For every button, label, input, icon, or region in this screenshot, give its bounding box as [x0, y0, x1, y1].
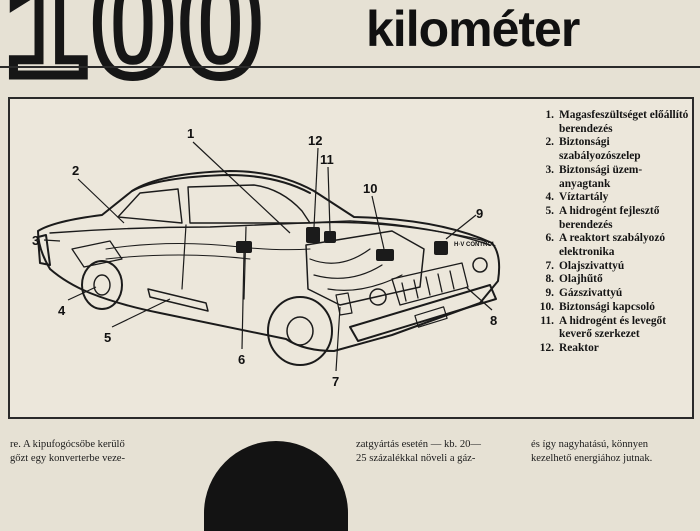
callout-10: 10: [363, 181, 377, 196]
callout-11: 11: [320, 152, 334, 167]
callout-9: 9: [476, 206, 483, 221]
control-panel-label: H·V CONTROL: [454, 242, 496, 248]
fuel-lines: [105, 242, 311, 260]
safety-switch: [376, 249, 394, 261]
generator-tube: [147, 288, 209, 312]
column-line: és így nagyhatású, könnyen: [531, 439, 649, 450]
headlight-right: [472, 257, 488, 273]
legend-item: 11.A hidrogént és levegőt keverő szerkez…: [540, 314, 667, 341]
callout-6: 6: [238, 352, 245, 367]
big-number-title: 100: [0, 0, 267, 107]
legend-item: 9.Gázszivattyú: [545, 287, 623, 300]
callout-3: 3: [32, 233, 39, 248]
header-rule: [0, 66, 700, 68]
legend-item: 3.Biztonsági üzem-anyagtank: [545, 163, 643, 190]
rear-bumper: [37, 234, 51, 266]
legend-item: 8.Olajhűtő: [545, 273, 603, 286]
grille: [391, 262, 469, 306]
legend-item: 7.Olajszivattyú: [545, 259, 625, 272]
column-line: zatgyártás esetén — kb. 20—: [356, 439, 482, 450]
engine-hoses: [309, 248, 403, 291]
legend-item: 6.A reaktort szabályozó elektronika: [545, 232, 666, 259]
dark-image-fragment: [204, 441, 348, 531]
headline: kilométer: [366, 1, 580, 57]
callout-8: 8: [490, 313, 497, 328]
car-diagram-figure: H·V CONTROL 1 2 3 4 5 6 7 8 9 10 11 12: [8, 97, 694, 419]
door-line: [181, 224, 247, 300]
mixer-unit: [324, 231, 336, 243]
text-column-middle: zatgyártás esetén — kb. 20— 25 százalékk…: [356, 438, 481, 465]
car-cutaway-drawing: H·V CONTROL 1 2 3 4 5 6 7 8 9 10 11 12: [32, 126, 501, 389]
rear-wheel-hub: [93, 274, 111, 296]
gas-pump: [434, 241, 448, 255]
oil-cooler: [335, 292, 353, 316]
reactor-unit: [306, 227, 320, 243]
callout-1: 1: [187, 126, 194, 141]
callout-7: 7: [332, 374, 339, 389]
front-bumper: [349, 284, 497, 342]
engine-block: [305, 230, 425, 306]
column-line: kezelhető energiához jutnak.: [531, 452, 653, 464]
legend-item: 1.Magasfeszültséget előállító berendezés: [545, 109, 689, 135]
front-wheel: [267, 296, 333, 366]
headlight-left: [369, 288, 387, 306]
window-front: [187, 184, 311, 224]
window-rear: [117, 188, 183, 224]
callout-2: 2: [72, 163, 79, 178]
text-column-right: és így nagyhatású, könnyen kezelhető ene…: [531, 438, 652, 465]
front-wheel-hub: [286, 316, 314, 346]
callout-4: 4: [58, 303, 66, 318]
legend-item: 12.Reaktor: [539, 341, 599, 354]
text-column-left: re. A kipufogócsőbe kerülő gőzt egy konv…: [10, 438, 125, 465]
rear-tank: [71, 240, 123, 268]
legend-item: 5.A hidrogént fejlesztő berendezés: [545, 204, 660, 231]
callout-12: 12: [308, 133, 322, 148]
legend-item: 10.Biztonsági kapcsoló: [539, 300, 655, 313]
license-plate: [414, 306, 448, 328]
legend-list: 1.Magasfeszültséget előállító berendezés…: [539, 109, 691, 356]
column-line: gőzt egy konverterbe veze-: [10, 452, 126, 464]
legend-item: 2.Biztonsági szabályozószelep: [545, 136, 641, 163]
beltline: [49, 220, 491, 246]
legend-item: 4.Víztartály: [545, 191, 609, 204]
column-line: 25 százalékkal növeli a gáz-: [356, 452, 476, 464]
callout-5: 5: [104, 330, 111, 345]
rear-wheel: [81, 260, 123, 310]
column-line: re. A kipufogócsőbe kerülő: [10, 439, 125, 450]
control-electronics: [236, 241, 252, 253]
